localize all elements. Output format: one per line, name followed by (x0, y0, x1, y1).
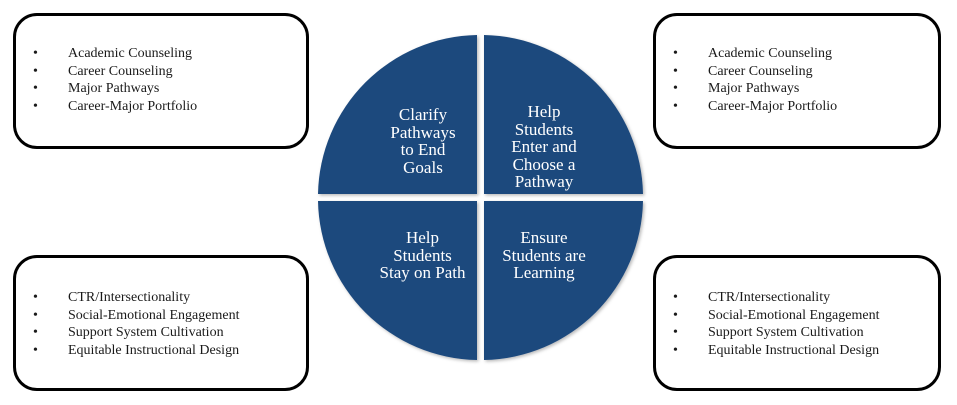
quadrant-stay-on-path (318, 201, 477, 360)
list-item-text: Social-Emotional Engagement (68, 307, 240, 323)
bullet-icon: • (33, 325, 38, 340)
list-item: • Major Pathways (33, 80, 197, 98)
bullet-icon: • (673, 342, 678, 358)
list-item-text: Equitable Instructional Design (708, 342, 880, 358)
list-item-text: Equitable Instructional Design (68, 342, 240, 358)
bullet-icon: • (33, 342, 38, 358)
list-item-text: Major Pathways (708, 81, 800, 96)
bullet-icon: • (33, 46, 38, 61)
list-item: • Social-Emotional Engagement (673, 307, 879, 325)
quadrant-label-enter-choose-pathway: Help Students Enter and Choose a Pathway (511, 102, 577, 191)
bullet-icon: • (673, 63, 678, 79)
bottom-right-strategy-box: • CTR/Intersectionality • Social-Emotional… (653, 255, 941, 391)
list-item: • CTR/Intersectionality (673, 289, 879, 307)
bullet-icon: • (33, 307, 38, 323)
list-item-text: CTR/Intersectionality (708, 290, 831, 305)
list-item: • Support System Cultivation (673, 324, 879, 342)
list-item-text: CTR/Intersectionality (68, 290, 191, 305)
bullet-icon: • (673, 325, 678, 340)
list-item-text: Career Counseling (68, 63, 173, 79)
bullet-icon: • (673, 290, 678, 305)
list-item: • Career-Major Portfolio (33, 98, 197, 116)
list-item-text: Academic Counseling (68, 46, 193, 61)
list-item: • Support System Cultivation (33, 324, 239, 342)
bullet-icon: • (33, 290, 38, 305)
bullet-icon: • (33, 63, 38, 79)
quadrant-clarify-pathways (318, 35, 477, 194)
list-item: • Equitable Instructional Design (673, 342, 879, 360)
list-item: • Career Counseling (33, 63, 197, 81)
quadrant-circle (318, 35, 643, 360)
top-right-strategy-box: •Academic Counseling •Career Counseling … (653, 13, 941, 149)
quadrant-label-stay-on-path: Help Students Stay on Path (379, 228, 466, 282)
list-item: • Career-Major Portfolio (673, 98, 837, 116)
top-left-strategy-box: •Academic Counseling •Career Counseling … (13, 13, 309, 149)
bottom-left-strategy-list: • CTR/Intersectionality • Social-Emotional… (33, 289, 239, 359)
top-right-strategy-list: •Academic Counseling •Career Counseling … (673, 45, 837, 115)
quadrant-label-clarify-pathways: Clarify Pathways to End Goals (390, 105, 456, 177)
pathways-circle-diagram: Clarify Pathways to End Goals Help Stude… (310, 30, 650, 370)
list-item: • Career Counseling (673, 63, 837, 81)
quadrant-enter-choose-pathway (484, 35, 643, 194)
top-left-strategy-list: •Academic Counseling •Career Counseling … (33, 45, 197, 115)
list-item: • Equitable Instructional Design (33, 342, 239, 360)
bottom-left-strategy-box: • CTR/Intersectionality • Social-Emotional… (13, 255, 309, 391)
list-item-text: Major Pathways (68, 81, 160, 96)
bullet-icon: • (673, 46, 678, 61)
list-item-text: Support System Cultivation (68, 325, 224, 340)
list-item-text: Career-Major Portfolio (708, 98, 838, 114)
list-item: • Academic Counseling (33, 45, 197, 63)
list-item-text: Support System Cultivation (708, 325, 864, 340)
quadrant-label-ensure-learning: Ensure Students are Learning (502, 228, 586, 282)
list-item-text: Academic Counseling (708, 46, 833, 61)
list-item: • Major Pathways (673, 80, 837, 98)
list-item-text: Social-Emotional Engagement (708, 307, 880, 323)
list-item: • Social-Emotional Engagement (33, 307, 239, 325)
quadrant-ensure-learning (484, 201, 643, 360)
bullet-icon: • (673, 98, 678, 114)
bullet-icon: • (33, 81, 38, 96)
list-item-text: Career-Major Portfolio (68, 98, 198, 114)
list-item: • CTR/Intersectionality (33, 289, 239, 307)
bottom-right-strategy-list: • CTR/Intersectionality • Social-Emotional… (673, 289, 879, 359)
list-item: • Academic Counseling (673, 45, 837, 63)
list-item-text: Career Counseling (708, 63, 813, 79)
bullet-icon: • (673, 307, 678, 323)
bullet-icon: • (33, 98, 38, 114)
bullet-icon: • (673, 81, 678, 96)
